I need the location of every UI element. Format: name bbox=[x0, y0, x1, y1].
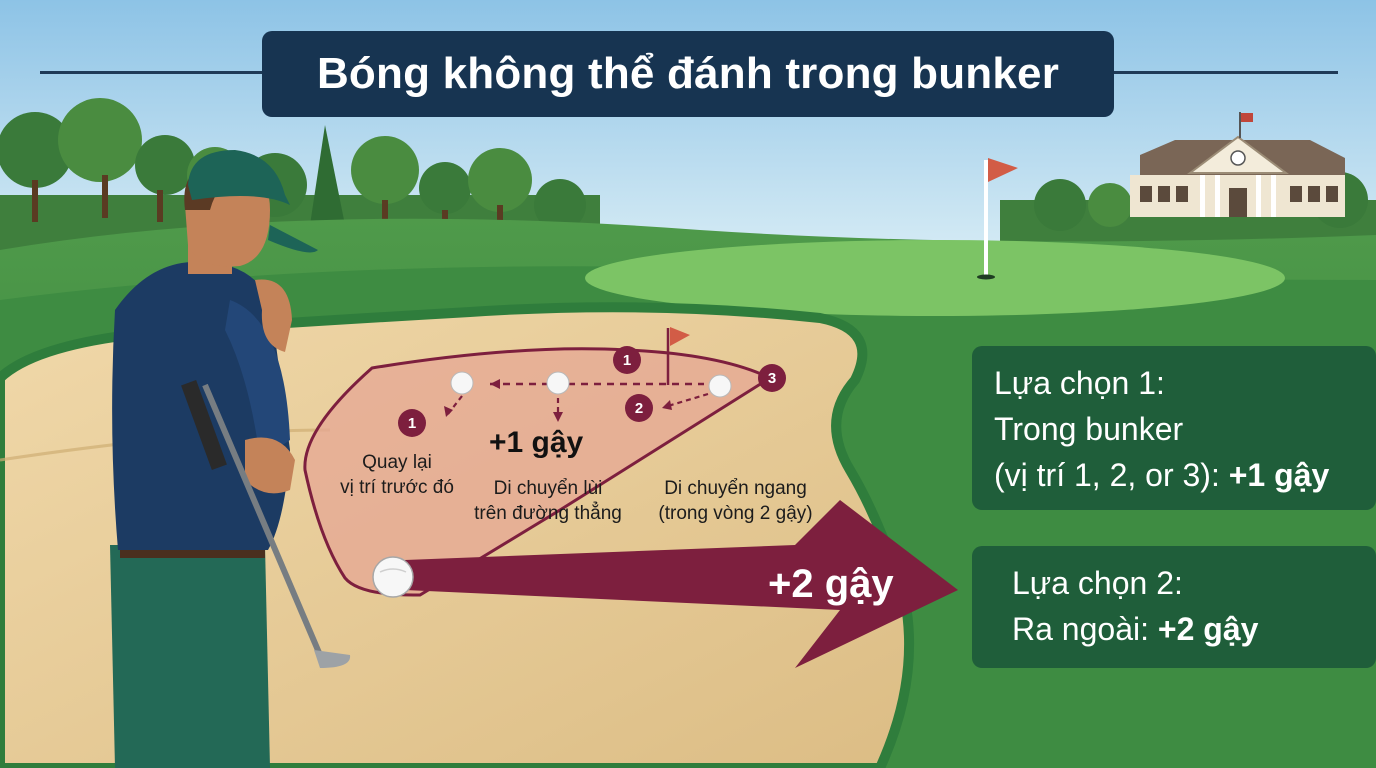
title-rule-left bbox=[40, 71, 262, 74]
option-1-detail: (vị trí 1, 2, or 3): +1 gậy bbox=[994, 457, 1330, 493]
label-plus-one: +1 gậy bbox=[489, 426, 584, 459]
clubhouse bbox=[1130, 112, 1345, 217]
label-move-sideways: Di chuyển ngang (trong vòng 2 gậy) bbox=[658, 478, 813, 524]
option-1-subtitle: Trong bunker bbox=[994, 411, 1184, 447]
svg-text:1: 1 bbox=[623, 352, 631, 369]
badges: 1 2 3 1 bbox=[398, 346, 786, 437]
green-flag bbox=[977, 158, 1018, 280]
ball-right bbox=[708, 374, 732, 398]
golfer bbox=[110, 150, 351, 768]
svg-text:2: 2 bbox=[635, 400, 643, 417]
bunker-flag bbox=[666, 327, 690, 385]
page-title: Bóng không thể đánh trong bunker bbox=[262, 31, 1114, 117]
golf-balls bbox=[450, 371, 732, 398]
badge-2: 2 bbox=[625, 394, 653, 422]
option-2-title: Lựa chọn 2: bbox=[1012, 565, 1183, 601]
svg-text:3: 3 bbox=[768, 370, 776, 387]
badge-3: 3 bbox=[758, 364, 786, 392]
option-2-detail: Ra ngoài: +2 gậy bbox=[1012, 611, 1259, 647]
option-1-title: Lựa chọn 1: bbox=[994, 365, 1165, 401]
badge-1-top: 1 bbox=[613, 346, 641, 374]
putting-green bbox=[585, 240, 1285, 316]
ball-left bbox=[450, 371, 474, 395]
arrow-label: +2 gậy bbox=[768, 562, 894, 606]
svg-text:1: 1 bbox=[408, 415, 416, 432]
label-back-to-previous: Quay lại vị trí trước đó bbox=[340, 452, 454, 498]
big-arrow bbox=[405, 500, 958, 668]
ball-lie bbox=[372, 556, 414, 598]
label-move-back-line: Di chuyển lùi trên đường thẳng bbox=[474, 478, 622, 524]
badge-1-left: 1 bbox=[398, 409, 426, 437]
option-2-box: Lựa chọn 2: Ra ngoài: +2 gậy bbox=[972, 546, 1376, 668]
title-rule-right bbox=[1114, 71, 1338, 74]
ball-middle bbox=[546, 371, 570, 395]
option-1-box: Lựa chọn 1: Trong bunker (vị trí 1, 2, o… bbox=[972, 346, 1376, 510]
